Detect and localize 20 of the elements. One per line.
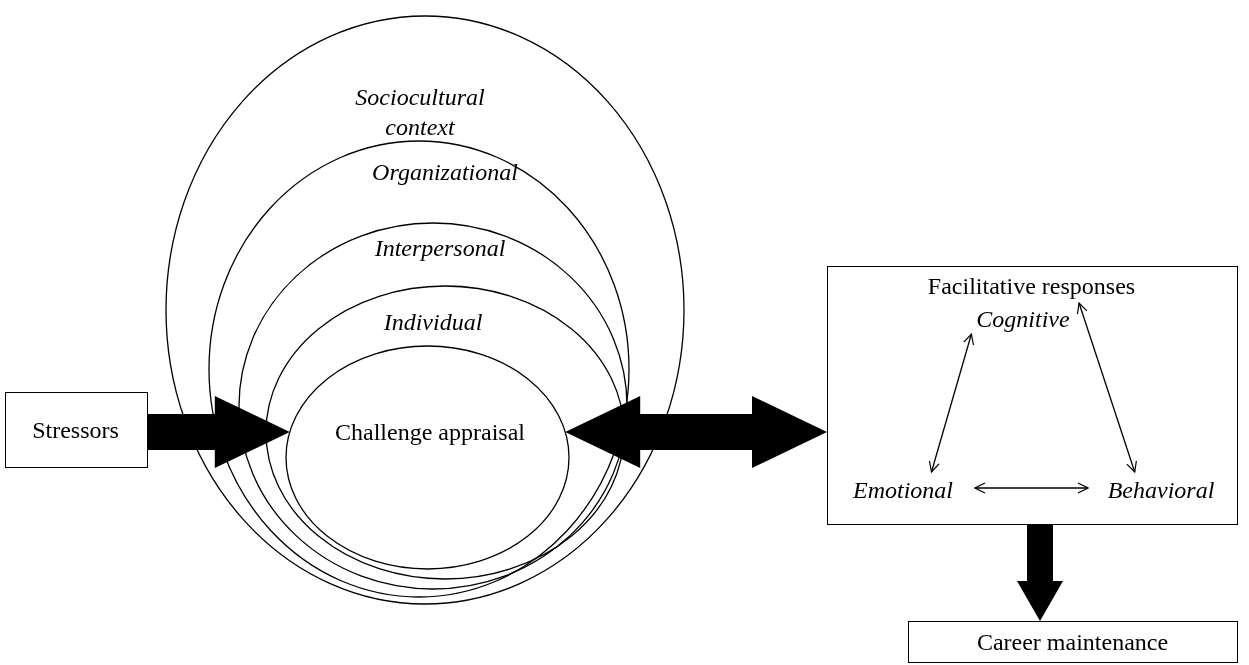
node-label: Sociocultural context — [354, 83, 486, 142]
arrow — [1017, 525, 1063, 621]
text-box — [5, 392, 148, 468]
arrow — [928, 333, 975, 473]
text-box — [908, 621, 1238, 663]
node-label: Interpersonal — [373, 234, 507, 263]
node-label: Facilitative responses — [926, 271, 1137, 301]
arrow — [1076, 302, 1137, 473]
node-label: Challenge appraisal — [334, 418, 526, 447]
node-label: Behavioral — [1106, 476, 1216, 505]
node-label: Individual — [382, 308, 484, 337]
arrow — [148, 396, 290, 468]
text-box — [827, 266, 1238, 525]
arrow — [974, 482, 1089, 494]
node-label: Stressors — [31, 415, 120, 445]
node-label: Cognitive — [975, 305, 1071, 334]
node-label: Career maintenance — [975, 627, 1170, 657]
node-label: Emotional — [852, 476, 954, 505]
node-label: Organizational — [371, 158, 519, 187]
arrow — [565, 396, 827, 468]
